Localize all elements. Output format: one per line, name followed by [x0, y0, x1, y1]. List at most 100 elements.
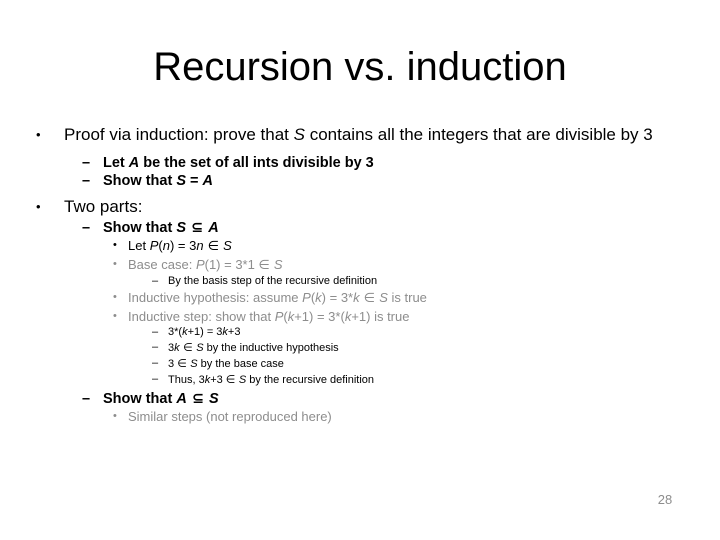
bullet-proof-via-induction-text: Proof via induction: prove that S contai…	[64, 125, 684, 145]
item-3-in-s-text: 3 ∈ S by the base case	[168, 356, 684, 372]
variable-a: A	[128, 155, 140, 171]
variable-s: S	[196, 342, 204, 354]
item-3-in-s: – 3 ∈ S by the base case	[152, 356, 684, 372]
bullet-proof-via-induction: • Proof via induction: prove that S cont…	[36, 125, 684, 145]
variable-s: S	[273, 256, 283, 272]
item-expand-3k-plus-3-text: 3*(k+1) = 3k+3	[168, 325, 684, 340]
item-basis-step: – By the basis step of the recursive def…	[152, 274, 684, 289]
element-of-symbol: ∈	[359, 291, 380, 306]
text-fragment: by the base case	[197, 358, 284, 370]
item-inductive-step-text: Inductive step: show that P(k+1) = 3*(k+…	[128, 308, 684, 326]
text-fragment: =	[185, 173, 203, 189]
spacer	[36, 190, 684, 197]
text-fragment: = 3*	[326, 290, 354, 305]
slide-body: • Proof via induction: prove that S cont…	[36, 125, 684, 426]
element-of-symbol: ∈	[177, 357, 191, 370]
text-fragment: contains all the integers that are divis…	[304, 125, 653, 144]
subbullet-show-s-subset-a-text: Show that S ⊆ A	[103, 219, 684, 237]
variable-s: S	[209, 391, 219, 407]
item-let-p-of-n: • Let P(n) = 3n ∈ S	[113, 237, 684, 256]
text-fragment: Thus, 3	[168, 374, 205, 386]
item-similar-steps: • Similar steps (not reproduced here)	[113, 408, 684, 426]
text-fragment: Inductive step: show that	[128, 308, 275, 324]
item-let-p-of-n-text: Let P(n) = 3n ∈ S	[128, 237, 684, 256]
page-number: 28	[657, 492, 673, 507]
item-inductive-hypothesis-text: Inductive hypothesis: assume P(k) = 3*k …	[128, 289, 684, 308]
variable-n: n	[196, 238, 204, 253]
variable-k: k	[287, 308, 295, 324]
subset-symbol: ⊆	[186, 391, 210, 407]
text-fragment: 3	[168, 358, 178, 370]
dash-marker-icon: –	[82, 220, 91, 236]
variable-a: A	[202, 173, 213, 189]
text-fragment: +3	[210, 374, 226, 386]
text-fragment: Let	[103, 155, 129, 171]
text-fragment: +1) = 3*(	[294, 308, 345, 324]
variable-s: S	[190, 358, 198, 370]
bullet-marker-icon: •	[113, 410, 117, 422]
bullet-marker-icon: •	[36, 127, 41, 142]
text-fragment: be the set of all ints divisible by 3	[139, 155, 374, 171]
item-3k-in-s-text: 3k ∈ S by the inductive hypothesis	[168, 340, 684, 356]
text-fragment: 3	[168, 342, 175, 354]
dash-marker-icon: –	[152, 357, 159, 369]
variable-p: P	[149, 238, 159, 253]
text-fragment: by the inductive hypothesis	[203, 342, 339, 354]
dash-marker-icon: –	[152, 275, 159, 287]
dash-marker-icon: –	[152, 341, 159, 353]
variable-s: S	[223, 238, 232, 253]
element-of-symbol: ∈	[225, 373, 239, 386]
variable-s: S	[238, 374, 247, 386]
element-of-symbol: ∈	[203, 239, 224, 254]
item-basis-step-text: By the basis step of the recursive defin…	[168, 275, 378, 287]
item-inductive-step: • Inductive step: show that P(k+1) = 3*(…	[113, 308, 684, 326]
text-fragment: (	[283, 308, 288, 324]
subbullet-show-s-subset-a: – Show that S ⊆ A	[82, 219, 684, 237]
text-fragment: Show that	[103, 220, 177, 236]
element-of-symbol: ∈	[179, 341, 197, 354]
variable-k: k	[344, 308, 352, 324]
item-expand-3k-plus-3: – 3*(k+1) = 3k+3	[152, 325, 684, 340]
item-inductive-hypothesis: • Inductive hypothesis: assume P(k) = 3*…	[113, 289, 684, 308]
variable-k: k	[222, 326, 228, 338]
dash-marker-icon: –	[82, 391, 91, 407]
text-fragment: (1) = 3*1	[204, 256, 259, 272]
item-thus-3k-plus-3-in-s-text: Thus, 3k+3 ∈ S by the recursive definiti…	[168, 372, 684, 388]
variable-s: S	[379, 290, 388, 305]
spacer	[36, 145, 684, 154]
text-fragment: )	[321, 290, 327, 305]
subbullet-show-a-subset-s: – Show that A ⊆ S	[82, 390, 684, 408]
item-similar-steps-text: Similar steps (not reproduced here)	[128, 409, 332, 424]
text-fragment: )	[169, 238, 175, 253]
variable-p: P	[302, 290, 311, 305]
item-base-case: • Base case: P(1) = 3*1 ∈ S	[113, 256, 684, 275]
text-fragment: +1) is true	[351, 308, 410, 324]
text-fragment: Base case:	[128, 256, 196, 272]
text-fragment: (	[310, 290, 316, 305]
bullet-marker-icon: •	[113, 309, 117, 322]
text-fragment: Proof via induction: prove that	[64, 125, 294, 144]
variable-k: k	[174, 342, 180, 354]
dash-marker-icon: –	[82, 155, 91, 171]
subbullet-show-s-equals-a-text: Show that S = A	[103, 172, 684, 190]
variable-k: k	[182, 326, 188, 338]
text-fragment: 3*(	[168, 326, 183, 338]
bullet-marker-icon: •	[113, 239, 117, 251]
text-fragment: +3	[227, 326, 241, 338]
bullet-two-parts: • Two parts:	[36, 197, 684, 217]
text-fragment: Inductive hypothesis: assume	[128, 290, 303, 305]
subbullet-show-a-subset-s-text: Show that A ⊆ S	[103, 390, 684, 408]
subbullet-let-a: – Let A be the set of all ints divisible…	[82, 154, 684, 172]
variable-a: A	[176, 391, 187, 407]
variable-n: n	[162, 238, 170, 253]
variable-k: k	[315, 290, 322, 305]
variable-p: P	[195, 256, 205, 272]
dash-marker-icon: –	[152, 373, 159, 385]
item-base-case-text: Base case: P(1) = 3*1 ∈ S	[128, 256, 684, 275]
variable-s: S	[176, 173, 186, 189]
item-thus-3k-plus-3-in-s: – Thus, 3k+3 ∈ S by the recursive defini…	[152, 372, 684, 388]
text-fragment: Show that	[103, 173, 177, 189]
bullet-marker-icon: •	[36, 199, 41, 214]
variable-s: S	[176, 220, 186, 236]
